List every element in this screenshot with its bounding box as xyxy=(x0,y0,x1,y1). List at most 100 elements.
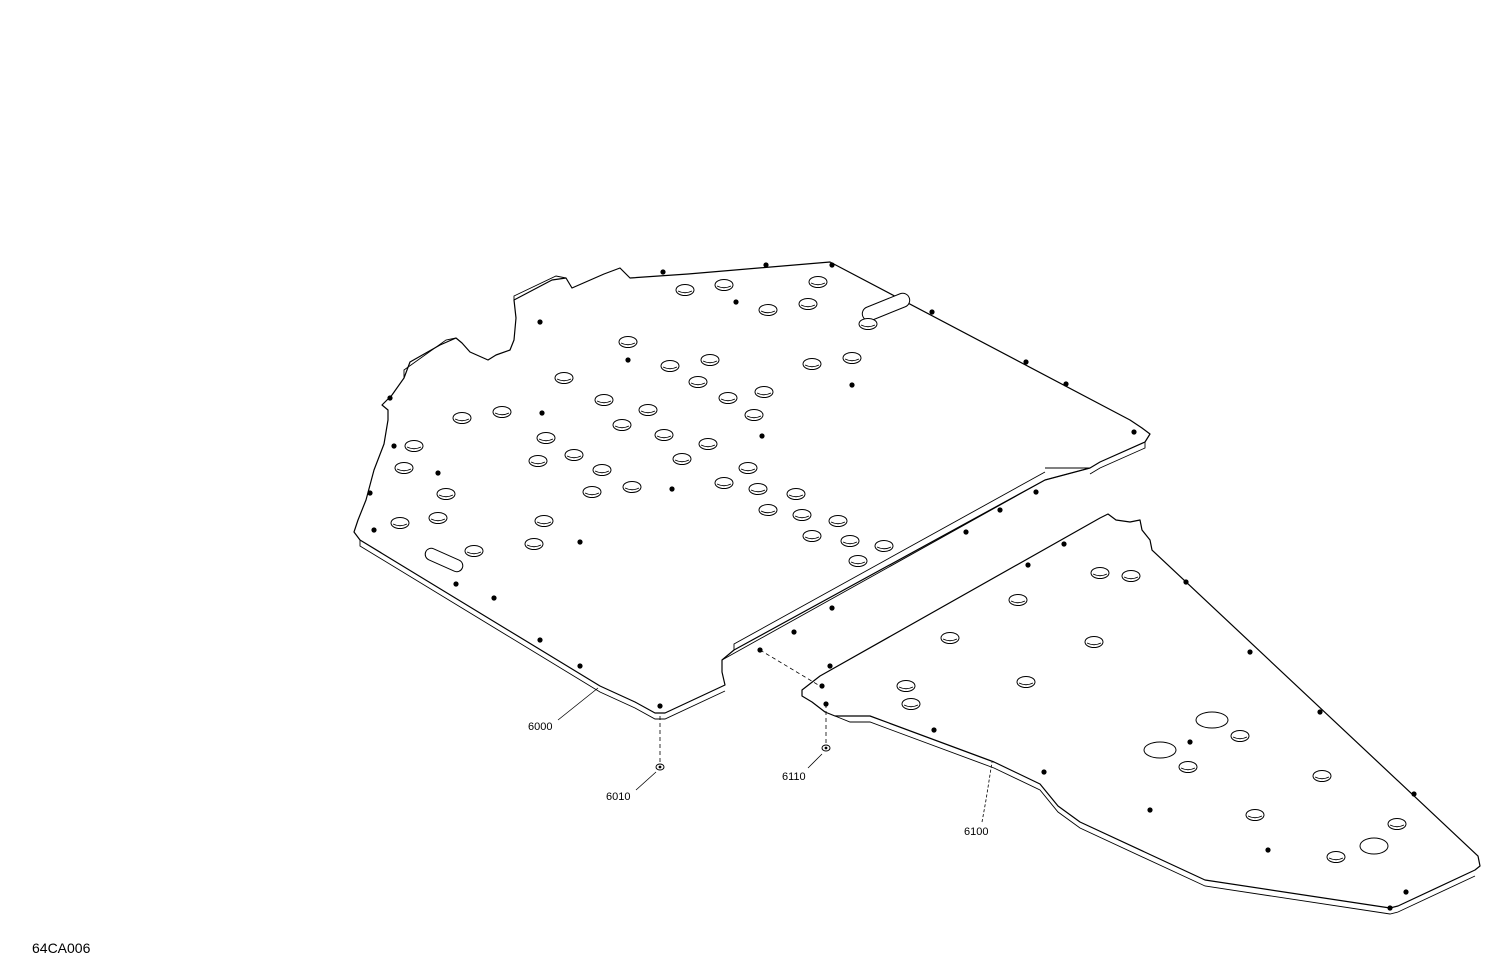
plate-hole xyxy=(594,394,614,406)
bolt-point xyxy=(537,637,543,643)
plate-hole-edge xyxy=(1180,767,1196,771)
bolt-point xyxy=(1247,649,1253,655)
plate-hole xyxy=(528,455,548,467)
plate-hole xyxy=(1312,770,1332,782)
bolt-point xyxy=(759,433,765,439)
plate-hole-edge xyxy=(850,561,866,565)
bolt-point xyxy=(657,703,663,709)
plate-hole xyxy=(848,555,868,567)
bolt-point xyxy=(453,581,459,587)
plate-hole-edge xyxy=(640,410,656,414)
plate-hole xyxy=(592,464,612,476)
bolt-point xyxy=(1131,429,1137,435)
plate-hole xyxy=(901,698,921,710)
bolt-point xyxy=(1061,541,1067,547)
plate-hole xyxy=(940,632,960,644)
plate-hole xyxy=(798,298,818,310)
plate-hole xyxy=(534,515,554,527)
plate-hole-edge xyxy=(392,523,408,527)
bolt-point xyxy=(1387,905,1393,911)
plate-hole-edge xyxy=(624,487,640,491)
plate-hole-edge xyxy=(700,444,716,448)
plate-hole xyxy=(654,429,674,441)
alignment-line xyxy=(759,649,821,687)
bolt-point xyxy=(1041,769,1047,775)
plate-hole-edge xyxy=(556,378,572,382)
plate-hole xyxy=(744,409,764,421)
plate-hole xyxy=(688,376,708,388)
plate-hole xyxy=(718,392,738,404)
bolt-point xyxy=(997,507,1003,513)
plate-hole xyxy=(464,545,484,557)
bolt-point xyxy=(387,395,393,401)
callout-6110: 6110 xyxy=(782,771,806,783)
plate-hole-edge xyxy=(760,310,776,314)
plate-hole xyxy=(754,386,774,398)
bolt-point xyxy=(371,527,377,533)
plate-hole xyxy=(1230,730,1250,742)
rear-plate-holes xyxy=(896,567,1407,863)
plate-hole-edge xyxy=(526,544,542,548)
plate-hole-edge xyxy=(702,360,718,364)
plate-hole-edge xyxy=(898,686,914,690)
plate-hole-edge xyxy=(690,382,706,386)
plate-hole-edge xyxy=(1314,776,1330,780)
plate-hole-edge xyxy=(794,515,810,519)
plate-hole-edge xyxy=(677,290,693,294)
plate-hole-edge xyxy=(1328,857,1344,861)
plate-hole xyxy=(698,438,718,450)
plate-hole xyxy=(896,680,916,692)
plate-hole-edge xyxy=(844,358,860,362)
callout-6000: 6000 xyxy=(528,721,552,733)
plate-hole-edge xyxy=(810,282,826,286)
bolt-point xyxy=(829,605,835,611)
bolt-point xyxy=(929,309,935,315)
bolt-point xyxy=(1411,791,1417,797)
bolt-point xyxy=(791,629,797,635)
plate-hole-edge xyxy=(1086,642,1102,646)
plate-hole-edge xyxy=(674,459,690,463)
plate-hole-edge xyxy=(620,342,636,346)
fastener-6010 xyxy=(655,716,665,771)
bolt-point xyxy=(1147,807,1153,813)
bolt-point xyxy=(669,486,675,492)
plate-slot xyxy=(1359,837,1389,855)
plate-hole-edge xyxy=(756,392,772,396)
plate-hole-edge xyxy=(438,494,454,498)
plate-hole xyxy=(638,404,658,416)
plate-hole xyxy=(536,432,556,444)
plate-hole xyxy=(582,486,602,498)
rear-skid-plate xyxy=(801,513,1481,915)
plate-hole-edge xyxy=(842,541,858,545)
plate-hole-edge xyxy=(740,468,756,472)
plate-hole xyxy=(802,530,822,542)
bolt-point xyxy=(963,529,969,535)
plate-hole xyxy=(748,483,768,495)
plate-hole-edge xyxy=(830,521,846,525)
bolt-point xyxy=(931,727,937,733)
plate-hole-edge xyxy=(594,470,610,474)
plate-hole xyxy=(622,481,642,493)
plate-hole-edge xyxy=(1092,573,1108,577)
bolt-point xyxy=(577,663,583,669)
plate-hole xyxy=(786,488,806,500)
fastener-6110 xyxy=(821,704,831,752)
bolt-point xyxy=(1265,847,1271,853)
plate-hole xyxy=(612,419,632,431)
plate-hole xyxy=(1245,809,1265,821)
plate-hole-edge xyxy=(406,446,422,450)
bolt-point xyxy=(539,410,545,416)
plate-hole-edge xyxy=(656,435,672,439)
plate-hole-edge xyxy=(720,398,736,402)
plate-hole xyxy=(564,449,584,461)
leader-6110 xyxy=(807,753,823,769)
bolt-point xyxy=(577,539,583,545)
bolt-point xyxy=(1317,709,1323,715)
plate-hole xyxy=(1121,570,1141,582)
plate-hole xyxy=(1178,761,1198,773)
bolt-point xyxy=(491,595,497,601)
callout-6010: 6010 xyxy=(606,791,630,803)
bolt-point xyxy=(1025,562,1031,568)
plate-hole-edge xyxy=(746,415,762,419)
plate-hole xyxy=(828,515,848,527)
